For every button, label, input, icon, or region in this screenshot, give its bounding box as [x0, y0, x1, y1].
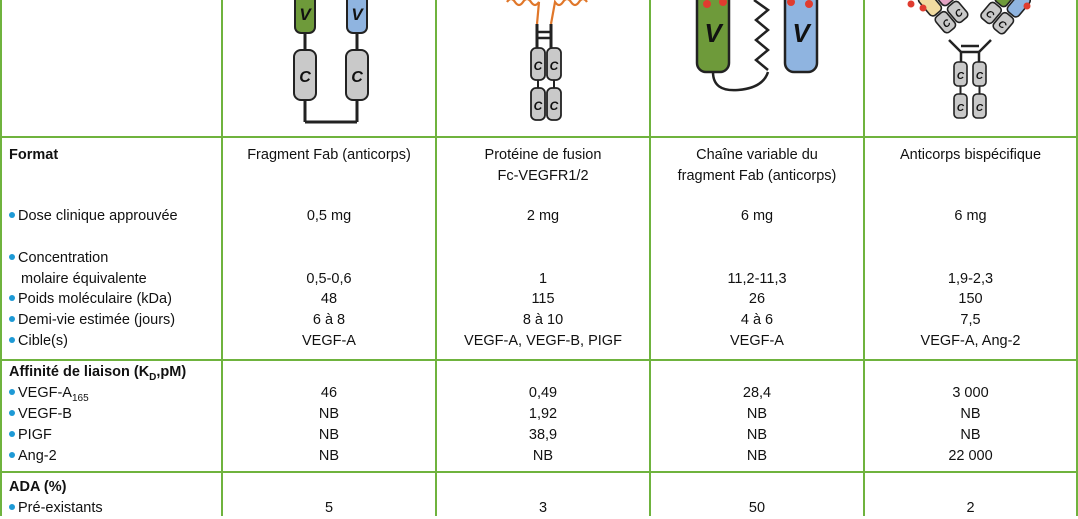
section-header-affinity: Affinité de liaison (KD,pM) [9, 364, 187, 383]
cell-pigf: NB [318, 427, 340, 443]
cell-pigf: NB [746, 427, 768, 443]
cell-format-line2: Fc-VEGFR1/2 [497, 168, 589, 184]
bullet-icon [9, 254, 15, 261]
row-label-molar-line2: molaire équivalente [21, 271, 147, 287]
grid-line [435, 0, 437, 516]
cell-target: VEGF-A, VEGF-B, PIGF [464, 333, 622, 349]
cell-dose: 2 mg [526, 208, 560, 224]
bullet-icon [9, 452, 15, 459]
cell-vegfa165: 28,4 [742, 385, 772, 401]
bullet-icon [9, 410, 15, 417]
cell-vegfb: NB [960, 406, 981, 422]
bispecific-antibody-diagram: C C C C C C C C [907, 0, 1032, 119]
grid-line [649, 0, 651, 516]
bullet-icon [9, 212, 15, 219]
cell-weight: 115 [531, 291, 555, 307]
cell-molar: 0,5-0,6 [306, 271, 352, 287]
cell-pigf: NB [960, 427, 981, 443]
cell-molar: 1,9-2,3 [947, 271, 994, 287]
cell-ang2: 22 000 [948, 448, 993, 464]
row-label-vegfa165: VEGF-A165 [9, 383, 89, 404]
row-label-halflife: Demi-vie estimée (jours) [9, 310, 175, 331]
fusion-protein-diagram: C C C C [506, 0, 588, 121]
svg-text:C: C [957, 103, 965, 114]
cell-pigf: 38,9 [528, 427, 558, 443]
cell-ada-pre: 50 [748, 500, 766, 516]
cell-vegfa165: 3 000 [952, 385, 989, 401]
cell-halflife: 7,5 [960, 312, 981, 328]
cell-halflife: 6 à 8 [312, 312, 346, 328]
cell-format-line1: Protéine de fusion [484, 147, 602, 163]
svg-text:C: C [351, 69, 363, 86]
bullet-icon [9, 337, 15, 344]
svg-text:C: C [976, 71, 984, 82]
cell-dose: 0,5 mg [306, 208, 352, 224]
svg-text:C: C [534, 59, 543, 73]
cell-vegfb: NB [746, 406, 768, 422]
row-label-weight: Poids moléculaire (kDa) [9, 289, 172, 310]
cell-ada-pre: 2 [966, 500, 975, 516]
row-label-format: Format [9, 147, 59, 163]
row-label-molar: Concentration [9, 248, 108, 269]
svg-text:C: C [534, 99, 543, 113]
scfv-diagram: V V [695, 0, 819, 92]
cell-dose: 6 mg [954, 208, 987, 224]
grid-line [1076, 0, 1078, 516]
grid-line [0, 471, 1078, 473]
svg-text:V: V [704, 18, 724, 48]
cell-format: Anticorps bispécifique [899, 147, 1042, 163]
row-label-ang2: Ang-2 [9, 446, 57, 467]
cell-molar: 11,2-11,3 [727, 271, 787, 287]
svg-text:C: C [976, 103, 984, 114]
cell-target: VEGF-A [302, 333, 356, 349]
cell-dose: 6 mg [740, 208, 774, 224]
grid-line [863, 0, 865, 516]
cell-vegfa165: 0,49 [528, 385, 558, 401]
row-label-pigf: PIGF [9, 425, 52, 446]
bullet-icon [9, 316, 15, 323]
svg-text:C: C [299, 69, 311, 86]
cell-weight: 26 [748, 291, 766, 307]
grid-line [0, 136, 1078, 138]
cell-format-line2: fragment Fab (anticorps) [677, 168, 837, 184]
bullet-icon [9, 431, 15, 438]
grid-line [0, 359, 1078, 361]
cell-ang2: NB [532, 448, 554, 464]
svg-text:V: V [351, 5, 364, 24]
cell-target: VEGF-A [730, 333, 784, 349]
grid-line [0, 0, 2, 516]
svg-text:C: C [550, 59, 559, 73]
cell-halflife: 8 à 10 [522, 312, 564, 328]
cell-vegfb: NB [318, 406, 340, 422]
row-label-ada-pre: Pré-existants [9, 498, 103, 519]
row-label-dose: Dose clinique approuvée [9, 206, 178, 227]
cell-weight: 48 [320, 291, 338, 307]
section-header-ada: ADA (%) [9, 479, 67, 495]
cell-weight: 150 [958, 291, 983, 307]
bullet-icon [9, 389, 15, 396]
grid-line [221, 0, 223, 516]
cell-format-line1: Chaîne variable du [696, 147, 818, 163]
fab-fragment-diagram: V V C C [293, 0, 369, 124]
cell-molar: 1 [538, 271, 548, 287]
cell-ada-pre: 3 [538, 500, 548, 516]
cell-vegfa165: 46 [320, 385, 338, 401]
bullet-icon [9, 504, 15, 511]
svg-text:V: V [299, 5, 312, 24]
svg-text:C: C [957, 71, 965, 82]
row-label-target: Cible(s) [9, 331, 68, 352]
cell-ada-pre: 5 [324, 500, 334, 516]
svg-text:V: V [792, 18, 812, 48]
cell-vegfb: 1,92 [528, 406, 558, 422]
svg-text:C: C [550, 99, 559, 113]
cell-format: Fragment Fab (anticorps) [247, 147, 411, 163]
cell-ang2: NB [746, 448, 768, 464]
cell-halflife: 4 à 6 [740, 312, 774, 328]
row-label-vegfb: VEGF-B [9, 404, 72, 425]
bullet-icon [9, 295, 15, 302]
cell-target: VEGF-A, Ang-2 [920, 333, 1021, 349]
cell-ang2: NB [318, 448, 340, 464]
